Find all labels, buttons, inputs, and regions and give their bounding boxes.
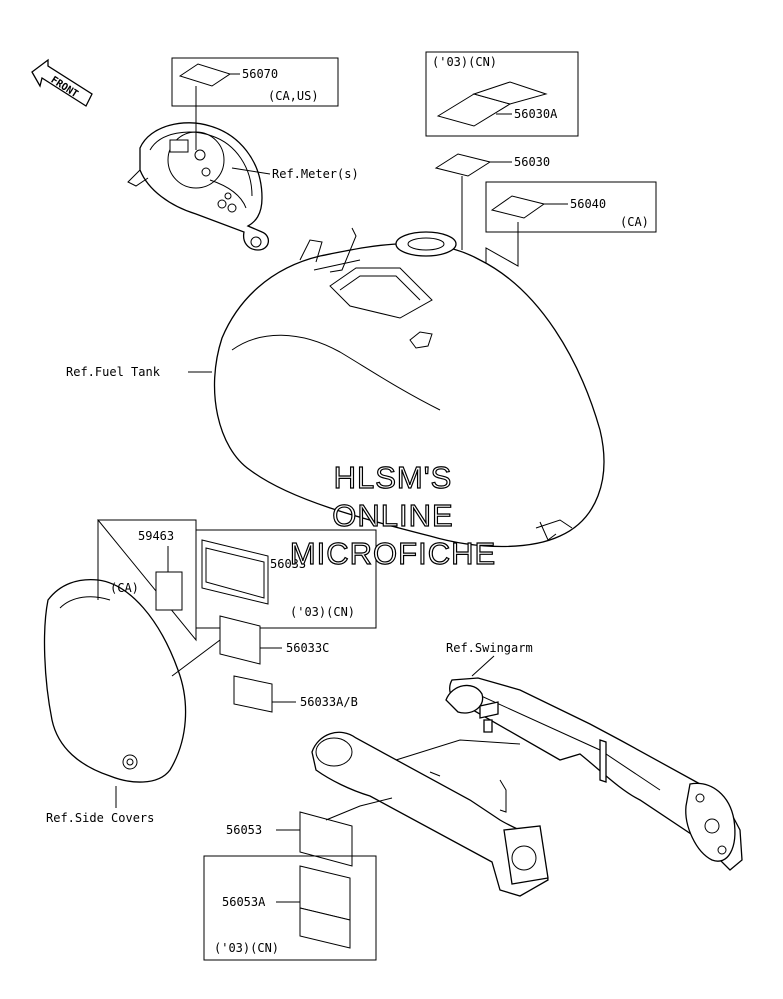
part-56033: 56033: [270, 557, 306, 571]
part-59463: 59463: [138, 529, 174, 543]
callout-56033: 56033 ('03)(CN): [195, 529, 377, 629]
note-56053A: ('03)(CN): [214, 941, 279, 955]
ref-meter: Ref.Meter(s): [272, 167, 359, 181]
part-56040: 56040: [570, 197, 606, 211]
callout-56053A: 56053A ('03)(CN): [203, 855, 377, 961]
part-56030A: 56030A: [514, 107, 558, 121]
callout-59463: 59463 (CA): [96, 519, 197, 642]
side-cover: [43, 578, 187, 783]
note-59463: (CA): [110, 581, 139, 595]
note-56070: (CA,US): [268, 89, 319, 103]
fuel-tank: [213, 227, 605, 548]
callout-56030A: ('03)(CN) 56030A: [425, 51, 579, 137]
part-56053: 56053: [226, 823, 262, 837]
front-arrow-icon: FRONT: [31, 58, 93, 107]
callout-56040: 56040 (CA): [485, 181, 657, 298]
callout-56070: 56070 (CA,US): [171, 57, 339, 150]
swingarm: [311, 677, 743, 897]
callout-56033AB: 56033A/B: [233, 675, 358, 713]
part-56033AB: 56033A/B: [300, 695, 358, 709]
watermark: HLSM'S ONLINE MICROFICHE: [289, 459, 496, 571]
callout-56053: 56053: [226, 797, 393, 867]
ref-swingarm: Ref.Swingarm: [446, 641, 533, 655]
meter-assembly: [127, 122, 269, 251]
watermark-line-3: MICROFICHE: [290, 536, 496, 571]
callout-56030: 56030: [434, 153, 550, 250]
ref-fuel-tank: Ref.Fuel Tank: [66, 365, 161, 379]
note-56033: ('03)(CN): [290, 605, 355, 619]
note-56030A: ('03)(CN): [432, 55, 497, 69]
part-56030: 56030: [514, 155, 550, 169]
ref-side-covers: Ref.Side Covers: [46, 811, 154, 825]
part-56053A: 56053A: [222, 895, 266, 909]
part-56070: 56070: [242, 67, 278, 81]
note-56040: (CA): [620, 215, 649, 229]
watermark-line-2: ONLINE: [332, 498, 453, 533]
callout-56033C: 56033C: [171, 615, 329, 677]
part-56033C: 56033C: [286, 641, 329, 655]
watermark-line-1: HLSM'S: [334, 460, 453, 495]
